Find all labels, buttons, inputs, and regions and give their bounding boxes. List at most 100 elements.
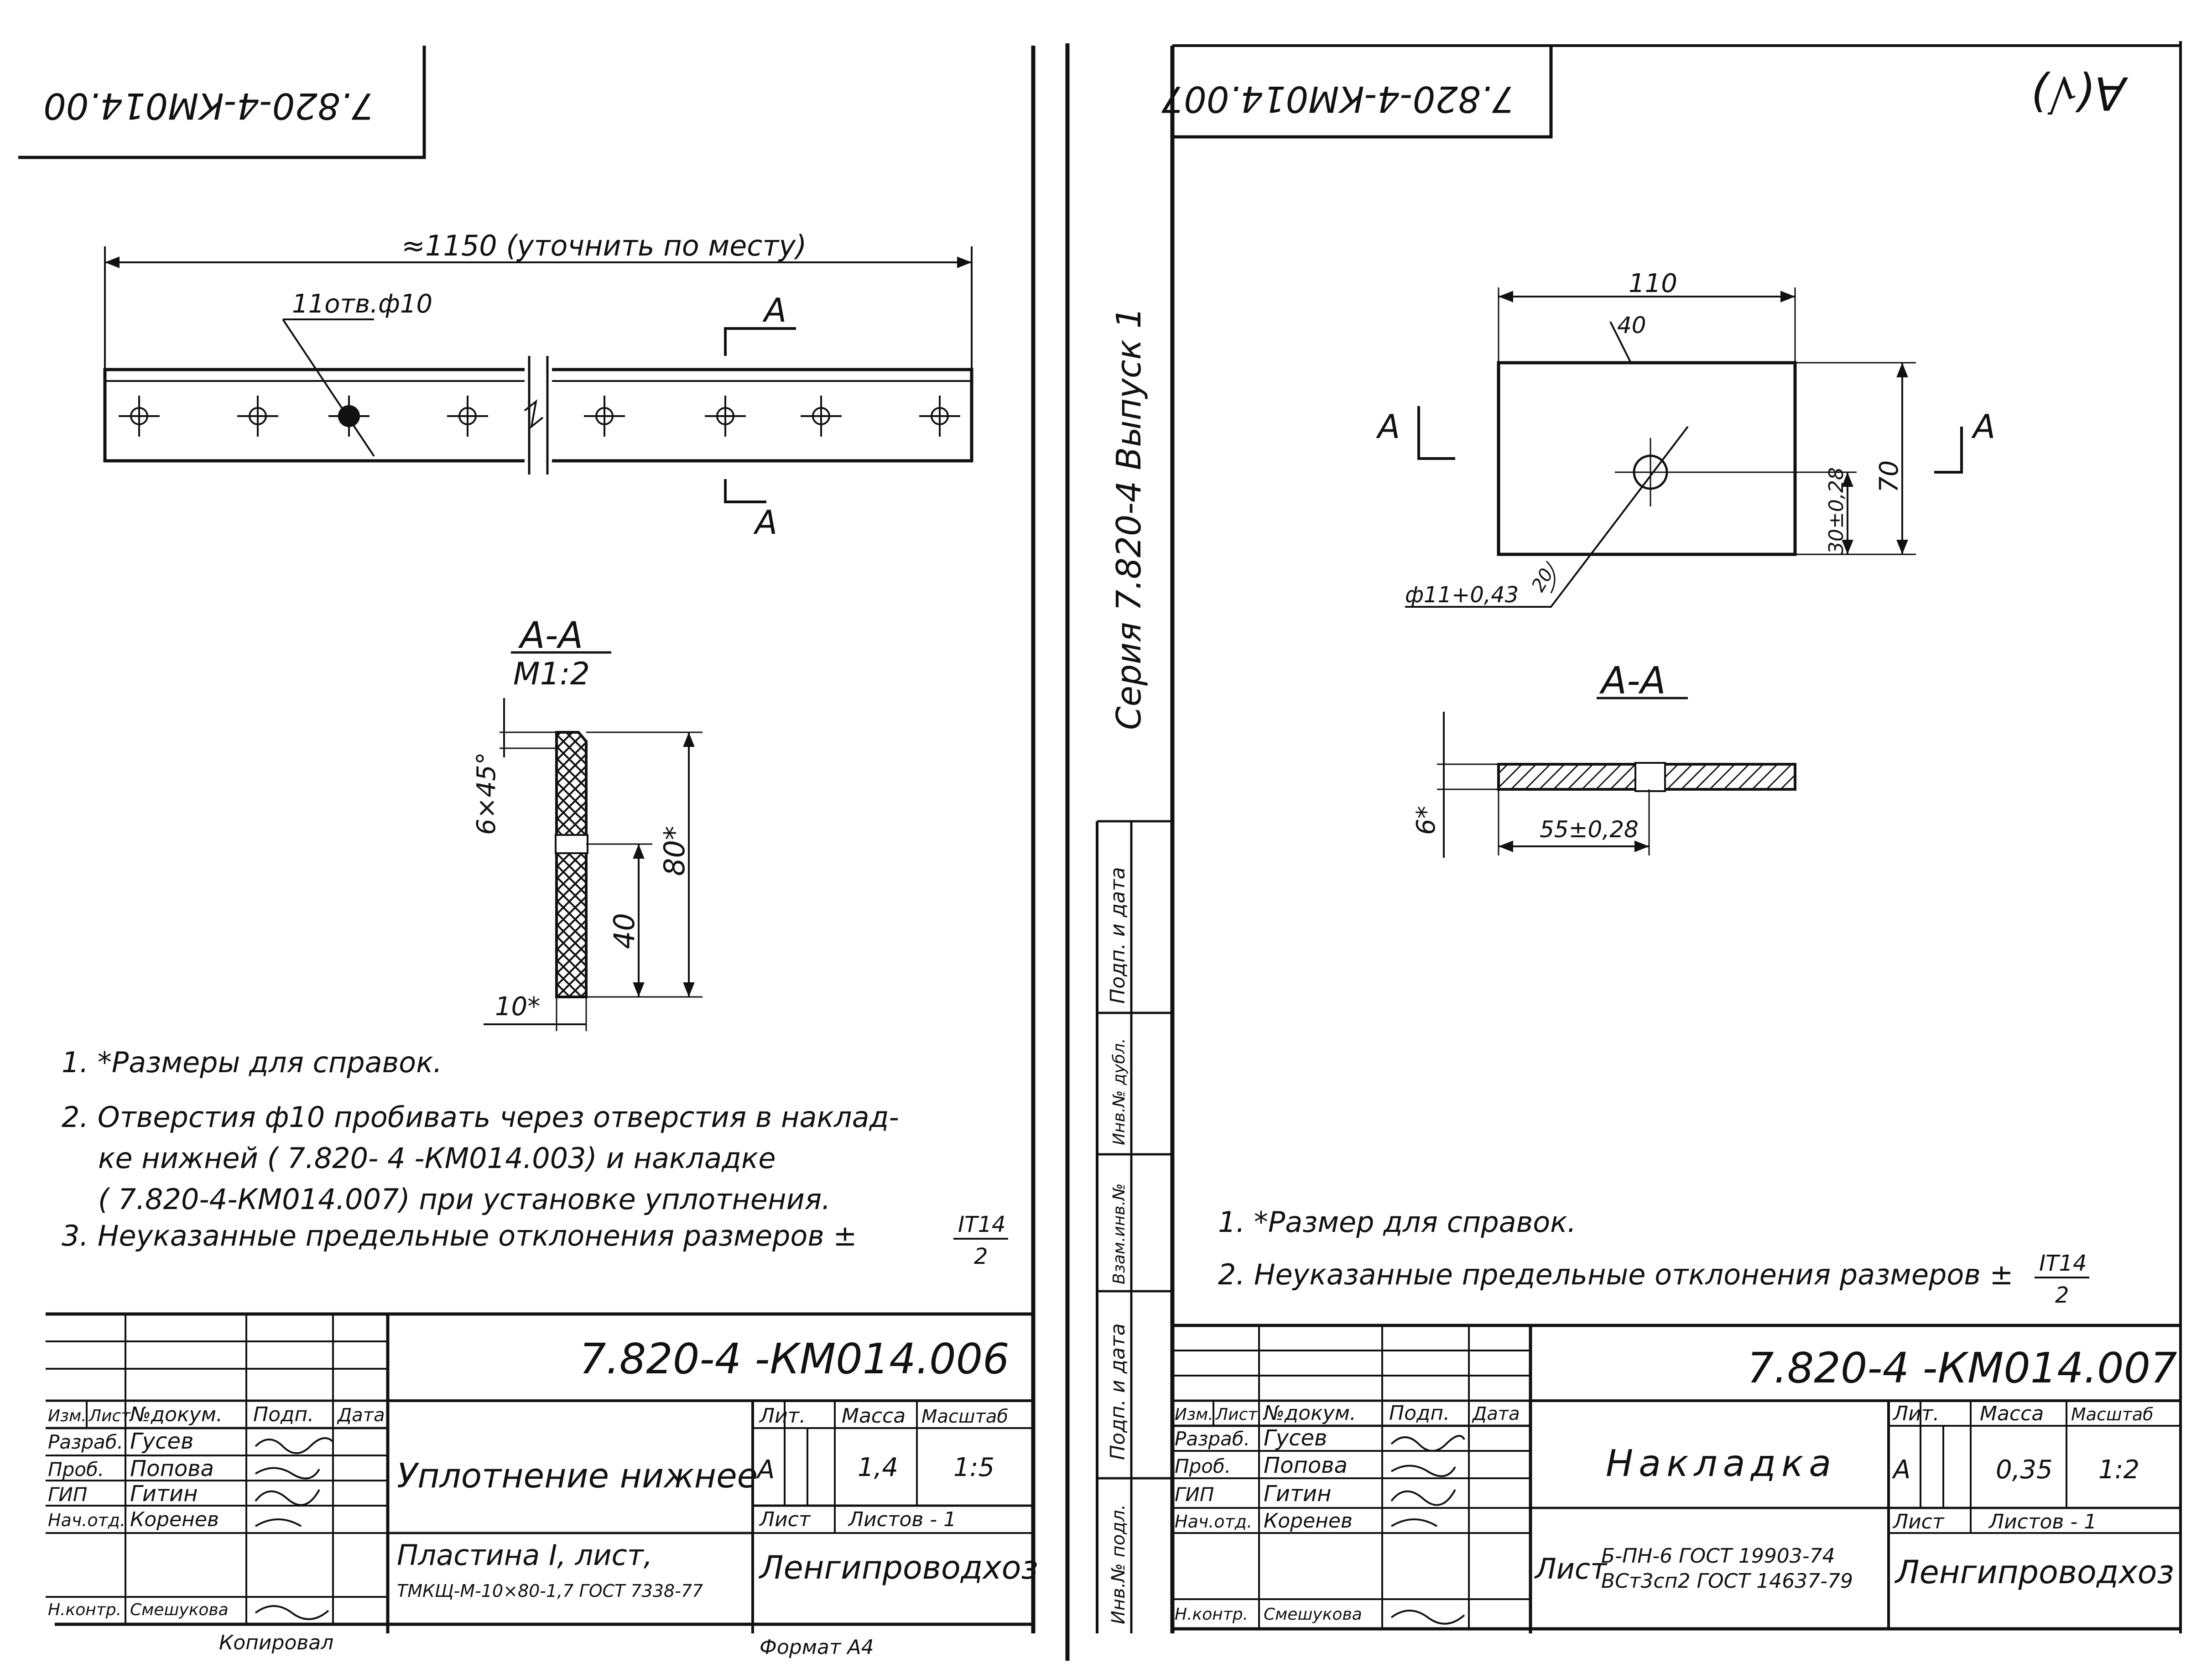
svg-text:2. Неуказанные предельные откл: 2. Неуказанные предельные отклонения раз…: [1218, 1258, 2013, 1291]
left-dim-40: 40: [608, 913, 641, 949]
svg-text:Масштаб: Масштаб: [2071, 1404, 2154, 1424]
svg-text:Гитин: Гитин: [130, 1481, 198, 1507]
svg-text:Дата: Дата: [337, 1405, 385, 1426]
right-cut-marker-right: А: [1971, 407, 1995, 446]
left-tol-den: 2: [974, 1244, 988, 1269]
right-section-title: А-А: [1599, 659, 1666, 703]
left-dim-chamfer: 6×45°: [472, 752, 501, 835]
left-tol-num: IT14: [958, 1212, 1006, 1237]
svg-text:Нач.отд.: Нач.отд.: [1175, 1512, 1252, 1532]
left-cut-marker-bottom: А: [753, 503, 777, 542]
right-sheet: 7.820-4-КМ014.007 А(√) Серия 7.820-4 Вып…: [1096, 41, 2182, 1633]
right-title-block: [1172, 1324, 2181, 1633]
svg-text:Гитин: Гитин: [1264, 1481, 1331, 1507]
svg-text:Листов - 1: Листов - 1: [848, 1508, 956, 1531]
svg-text:Проб.: Проб.: [48, 1458, 104, 1481]
svg-text:Лист: Лист: [88, 1407, 131, 1425]
svg-text:Лист: Лист: [1892, 1510, 1945, 1533]
svg-text:1:5: 1:5: [953, 1453, 994, 1482]
left-sheet: 7.820-4-КМ014.00 ≈1150 (уточнить по мест…: [18, 43, 1070, 1661]
side-stamp: [1096, 820, 1172, 1633]
svg-text:3. Неуказанные предельные откл: 3. Неуказанные предельные отклонения раз…: [62, 1219, 857, 1252]
svg-text:№докум.: №докум.: [1262, 1402, 1356, 1425]
series-label: Серия 7.820-4 Выпуск 1: [1109, 307, 1149, 730]
svg-text:Проб.: Проб.: [1175, 1455, 1231, 1477]
svg-text:0,35: 0,35: [1996, 1455, 2053, 1485]
right-dim-40: 40: [1617, 312, 1646, 339]
svg-text:Дата: Дата: [1472, 1403, 1520, 1424]
seal-section: [555, 731, 588, 998]
svg-text:Н.контр.: Н.контр.: [1175, 1605, 1248, 1624]
svg-text:Копировал: Копировал: [219, 1631, 333, 1654]
svg-text:Изм.: Изм.: [48, 1407, 87, 1425]
svg-text:Попова: Попова: [130, 1456, 214, 1481]
svg-text:Масса: Масса: [842, 1404, 906, 1428]
svg-text:Инв.№ дубл.: Инв.№ дубл.: [1110, 1038, 1129, 1145]
left-dim-thickness: 10*: [495, 992, 540, 1022]
svg-text:ГИП: ГИП: [1175, 1483, 1214, 1506]
svg-text:ВСт3сп2 ГОСТ 14637-79: ВСт3сп2 ГОСТ 14637-79: [1601, 1570, 1853, 1593]
right-cut-marker-left: А: [1376, 407, 1400, 446]
left-dim-length: ≈1150 (уточнить по месту): [401, 229, 807, 262]
svg-text:1. *Размер для справок.: 1. *Размер для справок.: [1218, 1205, 1576, 1239]
svg-text:Б-ПН-6 ГОСТ 19903-74: Б-ПН-6 ГОСТ 19903-74: [1601, 1544, 1835, 1568]
right-dim-30: 30±0,28: [1825, 467, 1848, 554]
right-notes: 1. *Размер для справок. 2. Неуказанные п…: [1218, 1205, 2089, 1308]
svg-text:Масса: Масса: [1980, 1402, 2044, 1425]
left-part-name: Уплотнение нижнее: [397, 1456, 758, 1496]
svg-text:Подп. и дата: Подп. и дата: [1106, 867, 1129, 1004]
right-dim-height: 70: [1874, 460, 1904, 493]
svg-text:Н.контр.: Н.контр.: [48, 1601, 121, 1619]
left-section-title: А-А: [518, 614, 583, 657]
svg-text:Пластина I, лист,: Пластина I, лист,: [397, 1538, 653, 1572]
svg-text:Инв.№ подл.: Инв.№ подл.: [1108, 1504, 1129, 1624]
right-org: Ленгипроводхоз: [1894, 1554, 2174, 1591]
svg-text:1,4: 1,4: [858, 1453, 898, 1482]
left-title-block-text: 7.820-4 -КМ014.006 Лит. Масса Масштаб А …: [48, 1335, 1038, 1659]
left-holes-label: 11отв.ф10: [292, 289, 432, 319]
svg-text:ке нижней ( 7.820- 4 -КМ014.0: ке нижней ( 7.820- 4 -КМ014.003) и накла…: [98, 1142, 776, 1175]
svg-text:ТМКЩ-М-10×80-1,7 ГОСТ 7338-77: ТМКЩ-М-10×80-1,7 ГОСТ 7338-77: [397, 1581, 703, 1601]
strip-holes: [119, 396, 960, 437]
svg-text:Листов - 1: Листов - 1: [1988, 1510, 2097, 1533]
svg-text:Коренев: Коренев: [1264, 1509, 1353, 1533]
plate-plan: [1497, 361, 1797, 556]
svg-text:Разраб.: Разраб.: [48, 1431, 123, 1453]
svg-text:Попова: Попова: [1264, 1453, 1348, 1478]
left-top-code: 7.820-4-КМ014.00: [43, 85, 374, 126]
right-dim-55: 55±0,28: [1540, 816, 1639, 843]
left-title-block: [46, 1312, 1033, 1633]
svg-text:Лит.: Лит.: [1892, 1402, 1939, 1425]
svg-text:( 7.820-4-КМ014.007) при уста: ( 7.820-4-КМ014.007) при установке уплот…: [98, 1183, 831, 1216]
right-tol-num: IT14: [2039, 1251, 2087, 1276]
svg-text:2. Отверстия ф10 пробивать чер: 2. Отверстия ф10 пробивать через отверст…: [62, 1100, 899, 1134]
svg-text:Подп. и дата: Подп. и дата: [1106, 1323, 1129, 1460]
right-doc-code: 7.820-4 -КМ014.007: [1747, 1344, 2177, 1392]
svg-text:Лит.: Лит.: [759, 1404, 806, 1428]
svg-text:Масштаб: Масштаб: [921, 1406, 1008, 1427]
svg-text:Изм.: Изм.: [1175, 1405, 1213, 1424]
svg-text:Подп.: Подп.: [1389, 1402, 1450, 1425]
svg-text:Нач.отд.: Нач.отд.: [48, 1510, 125, 1530]
svg-text:ГИП: ГИП: [48, 1483, 87, 1506]
left-org: Ленгипроводхоз: [758, 1549, 1038, 1586]
right-part-name: Накладка: [1606, 1442, 1837, 1485]
right-dim-thickness: 6*: [1411, 806, 1441, 835]
plate-hole: [1615, 438, 1688, 506]
svg-text:Гусев: Гусев: [130, 1429, 193, 1454]
left-notes: 1. *Размеры для справок. 2. Отверстия ф1…: [62, 1046, 1008, 1269]
svg-text:Смешукова: Смешукова: [130, 1601, 229, 1619]
svg-text:1:2: 1:2: [2098, 1455, 2139, 1485]
svg-text:Лист: Лист: [1534, 1552, 1608, 1585]
right-corner-mark: А(√): [2030, 67, 2129, 120]
svg-text:1. *Размеры для справок.: 1. *Размеры для справок.: [62, 1046, 442, 1079]
svg-text:Лист: Лист: [759, 1508, 811, 1531]
right-title-block-text: 7.820-4 -КМ014.007 Лит. Масса Масштаб А …: [1175, 1344, 2177, 1625]
right-top-code: 7.820-4-КМ014.007: [1161, 78, 1515, 119]
svg-text:Гусев: Гусев: [1264, 1425, 1327, 1451]
right-hole-label: ф11+0,43: [1405, 582, 1519, 608]
svg-text:№докум.: №докум.: [129, 1403, 223, 1426]
svg-text:Подп.: Подп.: [253, 1403, 314, 1426]
right-dim-width: 110: [1629, 269, 1677, 298]
